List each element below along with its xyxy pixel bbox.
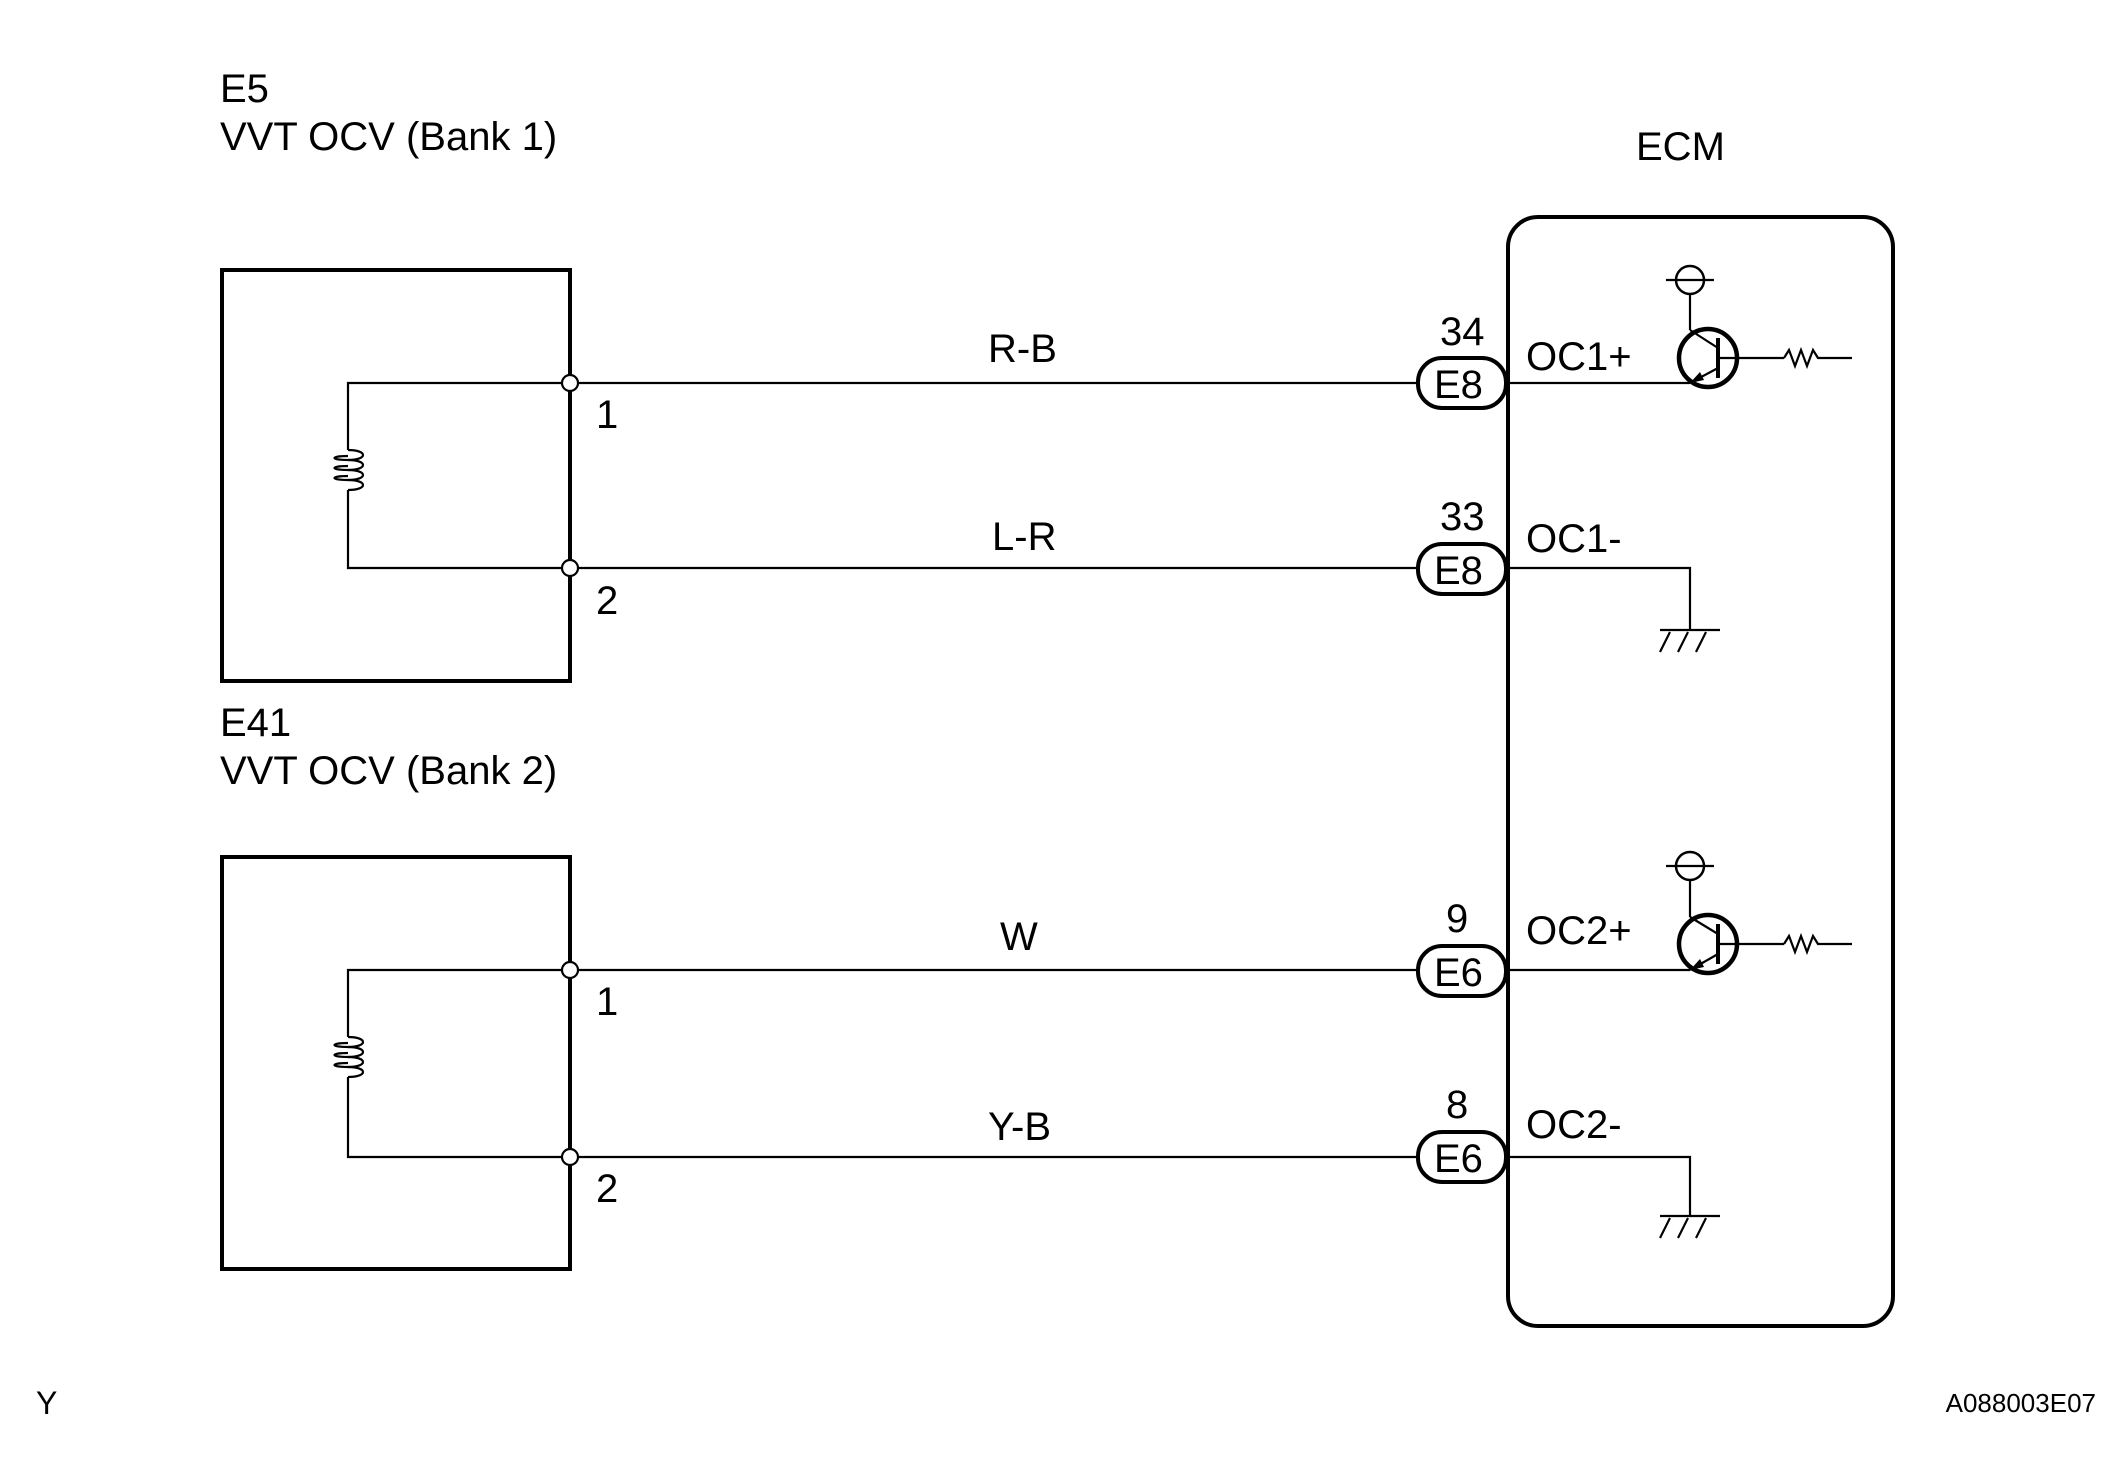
ground-icon [1659,1214,1720,1239]
terminal-e5-2 [560,558,580,578]
component-e5-body [220,268,572,683]
wire-y-b-color: Y-B [988,1105,1051,1149]
connector-e8-pin34-label: E8 [1434,363,1483,407]
component-ecm: ECM [1506,125,1895,1328]
pin-9-number: 9 [1446,897,1468,941]
connector-e8-pin33-label: E8 [1434,549,1483,593]
ecm-body [1506,215,1895,1328]
wire-w: W E6 9 OC2+ [578,897,1690,998]
wire-r-b: R-B E8 34 OC1+ [578,310,1690,410]
component-e41: E41 VVT OCV (Bank 2) 1 2 [220,701,618,1271]
e41-internal-wire-bottom [346,1077,570,1159]
e5-internal-wire-bottom [346,490,570,570]
terminal-e41-2-label: 2 [596,1167,618,1211]
signal-oc2-minus: OC2- [1526,1103,1622,1147]
component-e41-code: E41 [220,701,291,745]
wire-w-color: W [1000,915,1038,959]
pin-33-number: 33 [1440,495,1485,539]
terminal-e5-2-label: 2 [596,579,618,623]
component-e41-name: VVT OCV (Bank 2) [220,749,557,793]
component-e5: E5 VVT OCV (Bank 1) 1 2 [220,67,618,683]
transistor-oc1-icon [1666,264,1852,390]
transistor-oc2-icon [1666,850,1852,976]
wire-r-b-color: R-B [988,327,1057,371]
ground-icon [1659,628,1720,653]
terminal-e5-1 [560,373,580,393]
ecm-oc1-minus-trace [1506,566,1692,630]
terminal-e41-2 [560,1147,580,1167]
pin-34-number: 34 [1440,310,1485,354]
wire-l-r-color: L-R [992,515,1056,559]
terminal-e41-1 [560,960,580,980]
component-e5-name: VVT OCV (Bank 1) [220,115,557,159]
e41-internal-wire-top [346,968,570,1037]
connector-e6-pin8-label: E6 [1434,1137,1483,1181]
pin-8-number: 8 [1446,1083,1468,1127]
signal-oc1-plus: OC1+ [1526,335,1632,379]
terminal-e41-1-label: 1 [596,980,618,1024]
signal-oc1-minus: OC1- [1526,517,1622,561]
terminal-e5-1-label: 1 [596,393,618,437]
connector-e6-pin9-label: E6 [1434,951,1483,995]
coil-icon [333,448,365,492]
component-e41-body [220,855,572,1271]
e5-internal-wire-top [346,381,570,450]
wire-l-r: L-R E8 33 OC1- [578,495,1720,653]
wire-y-b: Y-B E6 8 OC2- [578,1083,1720,1239]
ecm-oc2-minus-trace [1506,1155,1692,1216]
component-e5-code: E5 [220,67,269,111]
coil-icon [333,1035,365,1079]
footer-left-mark: Y [36,1385,57,1421]
signal-oc2-plus: OC2+ [1526,909,1632,953]
figure-id: A088003E07 [1946,1388,2096,1418]
ecm-label: ECM [1636,125,1725,169]
